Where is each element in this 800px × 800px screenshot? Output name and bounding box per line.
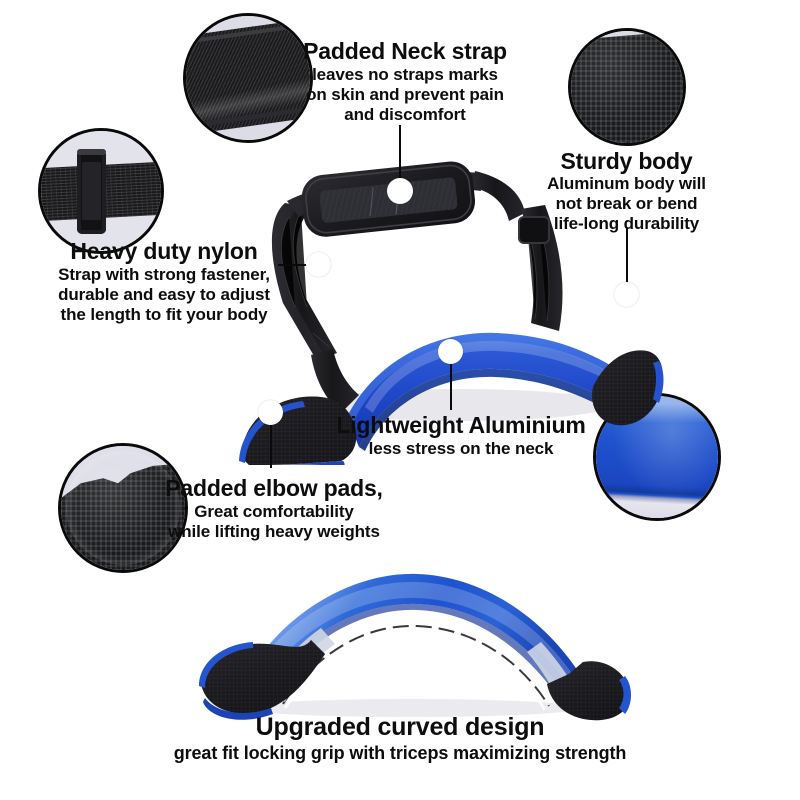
callout-lightweight-aluminium: Lightweight Aluminium less stress on the…: [330, 412, 592, 459]
detail-circle-elbow-pad-mesh: [568, 28, 686, 146]
leader-line-padded-neck-strap: [399, 125, 401, 183]
callout-padded-elbow-pads: Padded elbow pads, Great comfortability …: [150, 475, 398, 542]
callout-title-heavy-duty-nylon: Heavy duty nylon: [70, 238, 258, 264]
callout-dot-sturdy-body: [614, 282, 639, 307]
callout-title-lightweight-aluminium: Lightweight Aluminium: [336, 412, 586, 438]
callout-line-sturdy-body-2: not break or bend: [555, 194, 698, 213]
callout-line-heavy-duty-nylon-1: Strap with strong fastener,: [58, 265, 270, 284]
detail-circle-elbow-pad-edge: [58, 443, 188, 573]
product-arm-blaster-top-view: [225, 155, 665, 478]
callout-line-heavy-duty-nylon-2: durable and easy to adjust: [58, 285, 270, 304]
callout-title-upgraded-curved-design: Upgraded curved design: [255, 713, 545, 741]
callout-line-padded-neck-strap-3: and discomfort: [344, 105, 466, 124]
leader-line-sturdy-body: [626, 228, 628, 290]
callout-sturdy-body: Sturdy body Aluminum body will not break…: [524, 148, 729, 234]
callout-dot-lightweight-aluminium: [438, 339, 463, 364]
callout-line-padded-elbow-pads-2: while lifting heavy weights: [168, 522, 380, 541]
callout-line-sturdy-body-1: Aluminum body will: [547, 174, 706, 193]
callout-line-padded-neck-strap-2: on skin and prevent pain: [306, 85, 504, 104]
callout-line-padded-elbow-pads-1: Great comfortability: [194, 502, 354, 521]
detail-circle-neck-strap-pad: [183, 13, 313, 143]
callout-heavy-duty-nylon: Heavy duty nylon Strap with strong faste…: [48, 238, 280, 325]
leader-line-padded-elbow-pads: [270, 420, 272, 468]
callout-upgraded-curved-design: Upgraded curved design great fit locking…: [100, 713, 700, 764]
callout-line-sturdy-body-3: life-long durability: [553, 214, 700, 233]
callout-line-lightweight-aluminium-1: less stress on the neck: [368, 439, 554, 458]
callout-title-padded-neck-strap: Padded Neck strap: [303, 38, 507, 64]
leader-line-heavy-duty-nylon: [278, 264, 312, 266]
callout-dot-padded-neck-strap: [387, 178, 413, 204]
callout-padded-neck-strap: Padded Neck strap leaves no straps marks…: [295, 38, 515, 125]
callout-title-padded-elbow-pads: Padded elbow pads,: [165, 475, 383, 501]
leader-line-lightweight-aluminium: [450, 358, 452, 410]
callout-line-heavy-duty-nylon-3: the length to fit your body: [60, 305, 268, 324]
callout-title-sturdy-body: Sturdy body: [560, 148, 693, 174]
callout-dot-heavy-duty-nylon: [306, 252, 331, 277]
callout-line-padded-neck-strap-1: leaves no straps marks: [312, 65, 498, 84]
callout-line-upgraded-curved-design-1: great fit locking grip with triceps maxi…: [173, 743, 627, 763]
product-arm-blaster-curve-view: [185, 558, 635, 723]
detail-circle-nylon-buckle: [38, 128, 164, 254]
callout-dot-padded-elbow-pads: [258, 400, 283, 425]
